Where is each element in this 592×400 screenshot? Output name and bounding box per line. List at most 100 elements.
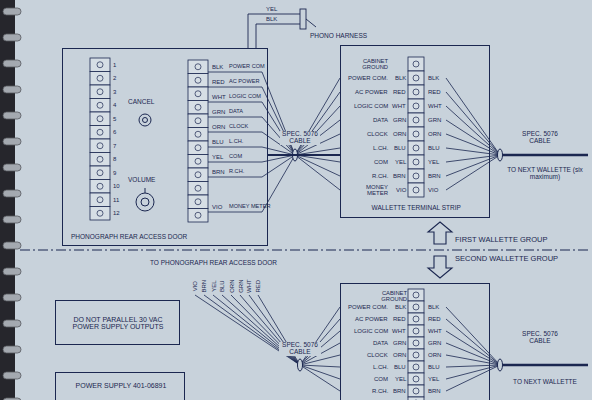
wire-label: ORN <box>428 352 441 358</box>
wire-label: RED <box>212 79 225 85</box>
harness-connector <box>300 9 306 29</box>
terminal-screw <box>195 199 201 205</box>
wire-label: R.CH. <box>229 169 244 175</box>
terminal-number: 5 <box>113 116 116 122</box>
wire-label: RED <box>393 316 406 322</box>
wire <box>262 155 295 177</box>
terminal <box>90 58 110 72</box>
terminal-screw <box>413 131 419 137</box>
cable <box>500 154 588 157</box>
terminal <box>408 385 424 397</box>
wire <box>295 92 340 155</box>
terminal-screw <box>195 145 201 151</box>
access-door-panel: PHONOGRAPH REAR ACCESS DOOR <box>62 48 268 246</box>
terminal-screw <box>413 173 419 179</box>
wire-label: YEL <box>428 376 439 382</box>
wire-label: VIO <box>396 187 406 193</box>
terminal-screw <box>413 117 419 123</box>
terminal <box>188 74 208 88</box>
terminal <box>188 209 208 223</box>
terminal <box>90 85 110 99</box>
wire-label: BRN <box>201 280 207 293</box>
wire-label: COM <box>374 159 388 165</box>
binding-ring <box>3 398 21 400</box>
terminal-number: 4 <box>113 102 116 108</box>
binding-ring <box>3 138 21 145</box>
down-arrow <box>428 256 452 278</box>
terminal-screw <box>413 187 419 193</box>
binding-ring <box>3 268 21 275</box>
terminal <box>90 180 110 194</box>
terminal-screw <box>97 143 103 149</box>
wire-label: LOGIC COM <box>354 103 388 109</box>
wire-label: CLOCK <box>367 352 388 358</box>
terminal-number: 12 <box>113 210 120 216</box>
wire <box>262 102 295 155</box>
wire <box>208 147 262 148</box>
wire <box>295 155 340 190</box>
wire-label: AC POWER <box>355 316 388 322</box>
wire-label: PHONO HARNESS <box>310 33 367 40</box>
wire-label: VOLUME <box>128 177 155 184</box>
binding-ring <box>3 320 21 327</box>
wire-label: POWER COM. <box>348 75 388 81</box>
terminal-screw <box>413 292 419 298</box>
wire-label: LOGIC COM <box>354 328 388 334</box>
terminal-screw <box>413 364 419 370</box>
binding-ring <box>3 164 21 171</box>
terminal-screw <box>195 77 201 83</box>
wire-label: CABINET GROUND <box>348 58 388 70</box>
wire-label: FIRST WALLETTE GROUP <box>455 236 548 244</box>
terminal <box>188 182 208 196</box>
wire-label: TO NEXT WALLETTE (six maximum) <box>507 167 583 181</box>
terminal-screw <box>97 156 103 162</box>
terminal <box>90 207 110 221</box>
wire-label: COM <box>229 154 242 160</box>
wire-label: L.CH. <box>373 145 388 151</box>
wire-label: ORN <box>393 352 406 358</box>
terminal-number: 3 <box>113 89 116 95</box>
terminal <box>408 373 424 385</box>
wire <box>262 87 295 155</box>
wire-label: WHT <box>428 103 442 109</box>
wire-label: YEL <box>395 159 406 165</box>
terminal <box>90 112 110 126</box>
terminal-screw <box>97 129 103 135</box>
wire-label: POWER COM <box>229 64 265 70</box>
box-title: CABINET GROUND <box>367 290 407 302</box>
terminal-screw <box>97 197 103 203</box>
terminal <box>408 127 424 141</box>
wire-label: AC POWER <box>355 89 388 95</box>
wire <box>446 92 500 155</box>
group-divider <box>20 250 590 251</box>
terminal-number: 9 <box>113 170 116 176</box>
terminal <box>408 57 424 71</box>
wire-label: GRN <box>428 117 441 123</box>
wire-label: BLK <box>212 64 223 70</box>
wire-label: VIO <box>192 281 198 291</box>
binding-ring <box>3 372 21 379</box>
terminal-screw <box>413 352 419 358</box>
wire-label: BLK <box>266 16 277 22</box>
terminal-screw <box>195 172 201 178</box>
terminal-screw <box>97 116 103 122</box>
wire <box>446 78 500 155</box>
terminal <box>90 193 110 207</box>
harness-wire <box>248 14 300 48</box>
wire-label: TO NEXT WALLETTE <box>507 379 583 386</box>
wire-label: BLU <box>428 364 440 370</box>
terminal <box>408 397 424 400</box>
terminal <box>408 71 424 85</box>
wire-label: CLOCK <box>367 131 388 137</box>
wire-label: L.CH. <box>229 139 243 145</box>
wire-label: BLU <box>212 139 224 145</box>
terminal-number: 8 <box>113 156 116 162</box>
wire-label: L.CH. <box>373 364 388 370</box>
wire <box>446 365 500 391</box>
wire-label: WHT <box>246 279 252 293</box>
wire-label: MONEY METER <box>229 204 271 210</box>
binding-ring <box>3 216 21 223</box>
terminal <box>408 325 424 337</box>
wire-label: DATA <box>373 117 388 123</box>
